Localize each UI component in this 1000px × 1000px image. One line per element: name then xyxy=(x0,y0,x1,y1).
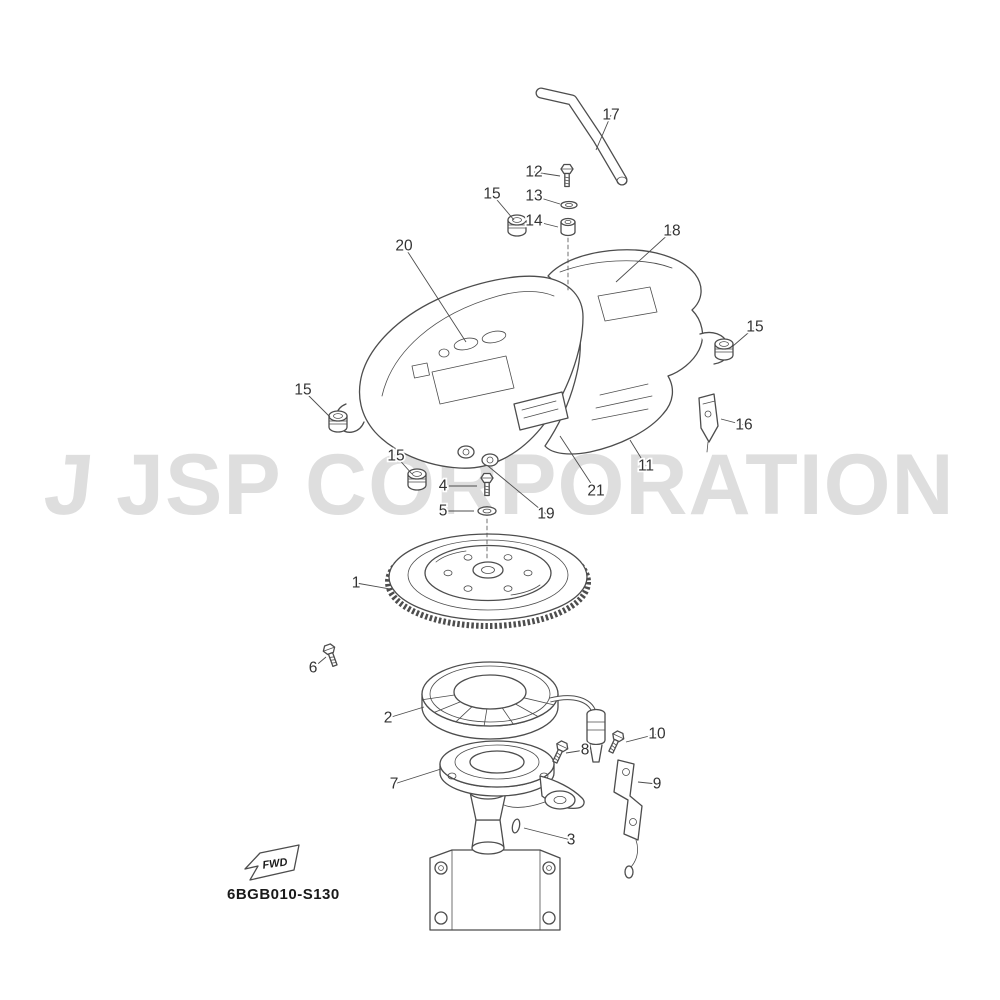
part-bolt-10 xyxy=(604,729,627,756)
callout-11: 11 xyxy=(638,458,654,475)
leader-line xyxy=(491,193,515,221)
callout-15: 15 xyxy=(746,319,763,336)
leader-line xyxy=(533,220,559,228)
part-bolt-8 xyxy=(548,739,571,766)
leader-line xyxy=(387,706,425,719)
fwd-label: FWD xyxy=(262,856,289,871)
part-hex-wrench xyxy=(535,87,628,186)
part-bolt-12 xyxy=(560,163,574,188)
callout-13: 13 xyxy=(525,188,542,205)
leader-line xyxy=(637,781,658,785)
leader-line xyxy=(732,326,756,347)
part-crankcase xyxy=(429,775,561,931)
leader-line xyxy=(393,768,442,785)
callout-21: 21 xyxy=(587,483,604,500)
callout-17: 17 xyxy=(602,107,619,124)
callout-20: 20 xyxy=(395,238,413,255)
callout-6: 6 xyxy=(309,660,318,677)
callout-12: 12 xyxy=(525,164,542,181)
leader-line xyxy=(533,195,561,205)
part-pin xyxy=(511,818,521,834)
leader-line xyxy=(302,389,331,418)
leader-line xyxy=(565,749,586,754)
part-cover-front xyxy=(335,275,584,469)
part-washer-5 xyxy=(477,506,497,516)
callout-15: 15 xyxy=(387,448,404,465)
part-collar-14 xyxy=(560,217,576,237)
diagram-code: 6BGB010-S130 xyxy=(227,886,340,903)
part-bracket xyxy=(613,759,643,879)
grommet-right xyxy=(714,338,734,361)
leader-line xyxy=(355,582,391,590)
part-bolt-6 xyxy=(321,642,342,669)
callout-10: 10 xyxy=(648,726,666,743)
fwd-arrow: FWD xyxy=(244,844,300,881)
leader-line xyxy=(523,827,572,841)
callout-5: 5 xyxy=(439,503,448,520)
callout-2: 2 xyxy=(384,710,393,727)
grommet-left xyxy=(328,410,348,433)
leader-line xyxy=(595,114,612,151)
leader-line xyxy=(395,455,413,475)
leader-line xyxy=(403,245,467,343)
callout-16: 16 xyxy=(735,417,752,434)
callout-18: 18 xyxy=(663,223,680,240)
callout-15: 15 xyxy=(294,382,311,399)
callout-7: 7 xyxy=(390,776,399,793)
callout-4: 4 xyxy=(439,478,448,495)
leader-line xyxy=(629,439,647,467)
callout-8: 8 xyxy=(581,742,590,759)
leader-line xyxy=(312,656,327,669)
callout-15: 15 xyxy=(483,186,500,203)
leader-line xyxy=(487,465,547,515)
grommet-top xyxy=(507,214,527,237)
leader-line xyxy=(615,230,673,283)
leader-line xyxy=(625,733,658,743)
watermark-text: JSP CORPORATION xyxy=(116,437,955,533)
callout-19: 19 xyxy=(537,506,554,523)
callout-14: 14 xyxy=(525,213,543,230)
callout-9: 9 xyxy=(653,776,662,793)
part-stator xyxy=(421,661,606,763)
part-clip xyxy=(698,393,719,453)
part-base-plate xyxy=(439,740,585,810)
part-bolt-4 xyxy=(480,472,494,497)
callout-3: 3 xyxy=(567,832,576,849)
leader-line xyxy=(559,435,597,492)
callout-1: 1 xyxy=(352,575,361,592)
part-washer-13 xyxy=(560,200,578,210)
leader-line xyxy=(720,418,745,426)
part-flywheel xyxy=(385,533,591,629)
watermark: J JSP CORPORATION xyxy=(0,437,1000,533)
leader-line xyxy=(533,171,561,177)
